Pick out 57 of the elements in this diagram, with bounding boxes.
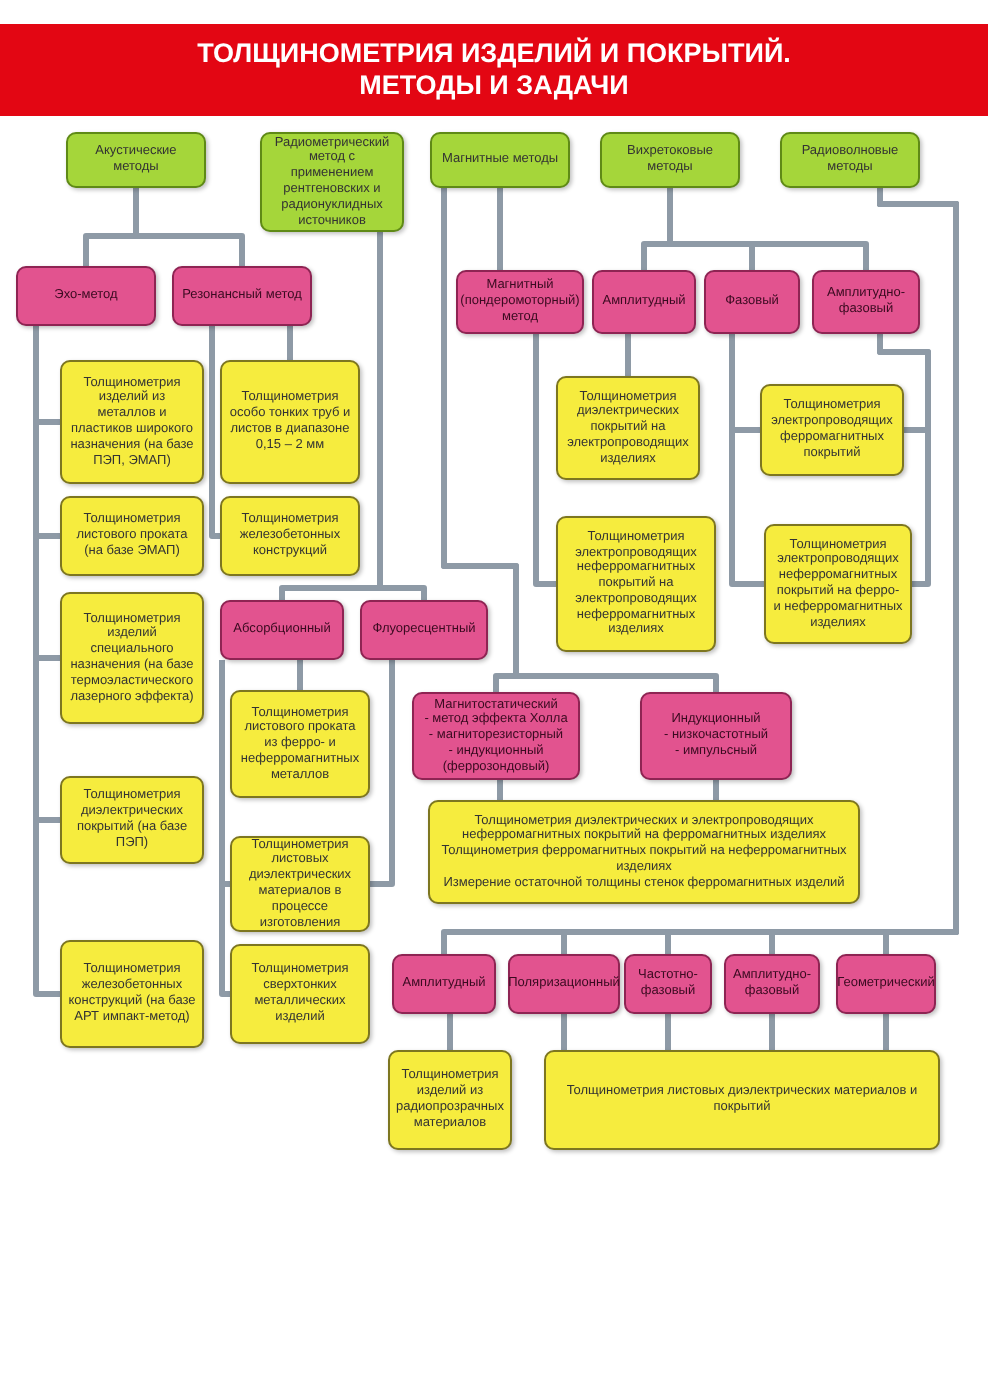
variant-box	[812, 270, 920, 334]
variant-box	[172, 266, 312, 326]
task-box	[556, 376, 700, 480]
connector-pipe	[665, 1014, 671, 1050]
variant-box	[360, 600, 488, 660]
task-box	[428, 800, 860, 904]
connector-pipe	[287, 326, 293, 360]
method-box	[600, 132, 740, 188]
connector-pipe	[533, 334, 556, 587]
method-box	[430, 132, 570, 188]
task-box	[760, 384, 904, 476]
connector-pipe	[370, 660, 395, 887]
variant-box	[508, 954, 620, 1014]
task-box	[544, 1050, 940, 1150]
variant-box	[412, 692, 580, 780]
connector-pipe	[209, 326, 220, 539]
connector-pipe	[33, 326, 60, 997]
task-box	[230, 944, 370, 1044]
connector-pipe	[877, 188, 959, 954]
task-box	[764, 524, 912, 644]
connector-pipe	[713, 780, 719, 800]
connector-pipe	[877, 334, 931, 587]
connector-pipe	[625, 334, 631, 376]
task-box	[388, 1050, 512, 1150]
connector-pipe	[561, 1014, 567, 1050]
title: ТОЛЩИНОМЕТРИЯ ИЗДЕЛИЙ И ПОКРЫТИЙ. МЕТОДЫ И ЗАДАЧИ	[195, 37, 793, 103]
connector-pipe	[769, 1014, 775, 1050]
variant-box	[16, 266, 156, 326]
task-box	[60, 776, 204, 864]
method-box	[260, 132, 404, 232]
variant-box	[392, 954, 496, 1014]
variant-box	[640, 692, 792, 780]
connector-pipe	[497, 188, 503, 270]
connector-pipe	[377, 232, 427, 600]
task-box	[60, 496, 204, 576]
variant-box	[704, 270, 800, 334]
task-box	[60, 592, 204, 724]
variant-box	[624, 954, 712, 1014]
variant-box	[592, 270, 696, 334]
connector-pipe	[497, 780, 503, 800]
connector-pipe	[297, 660, 303, 690]
connector-pipe	[447, 1014, 453, 1050]
connector-pipe	[441, 188, 719, 692]
task-box	[220, 496, 360, 576]
task-box	[60, 940, 204, 1048]
method-box	[780, 132, 920, 188]
connector-pipe	[133, 188, 245, 266]
task-box	[220, 360, 360, 484]
variant-box	[220, 600, 344, 660]
task-box	[230, 836, 370, 932]
connector-pipe	[883, 1014, 889, 1050]
method-box	[66, 132, 206, 188]
variant-box	[836, 954, 936, 1014]
task-box	[556, 516, 716, 652]
task-box	[230, 690, 370, 798]
task-box	[60, 360, 204, 484]
variant-box	[724, 954, 820, 1014]
